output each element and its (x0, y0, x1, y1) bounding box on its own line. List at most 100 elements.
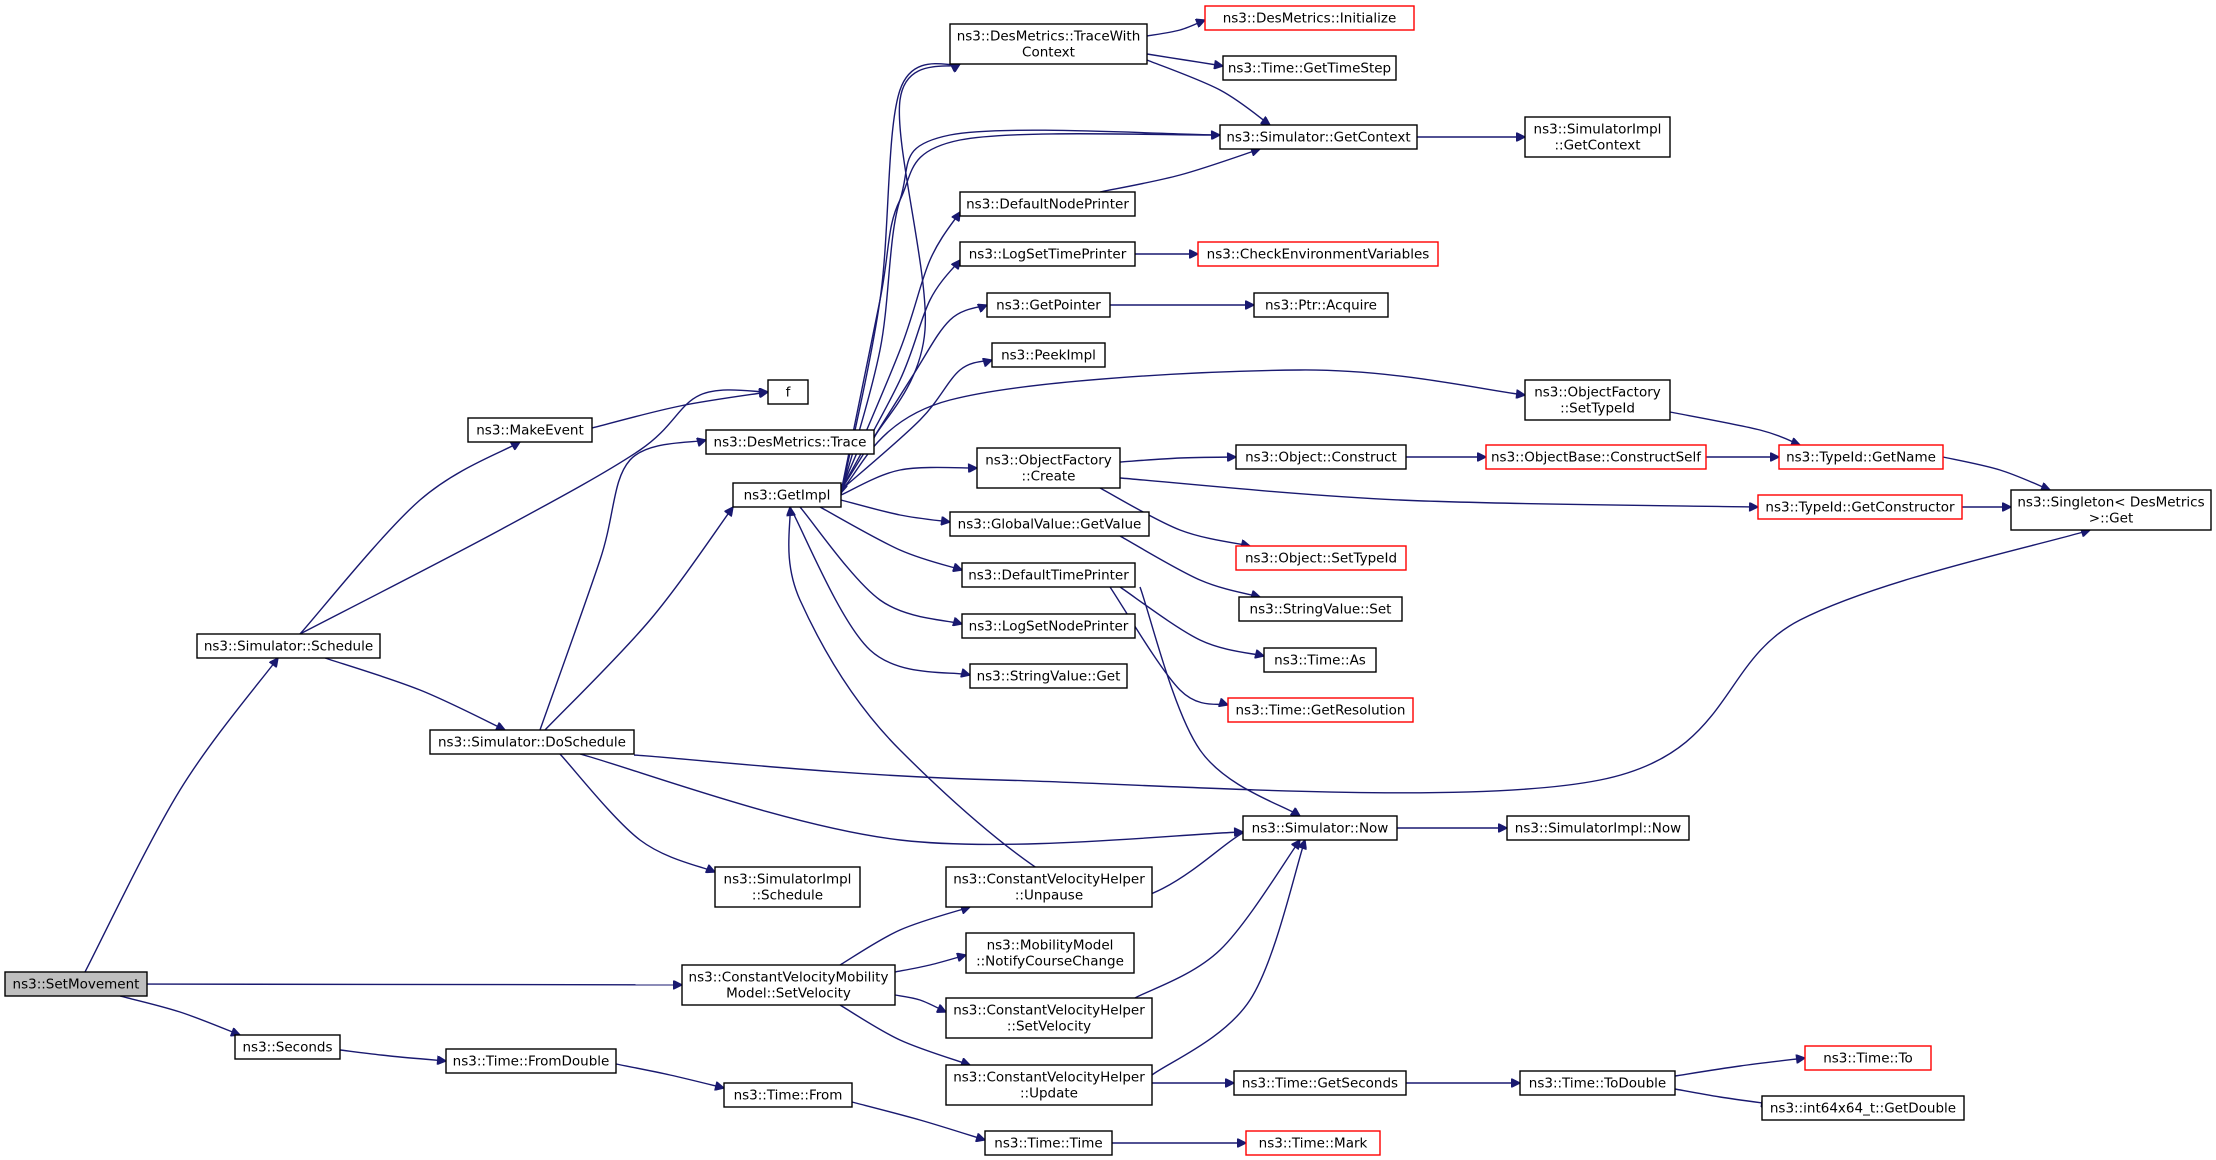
node-box[interactable] (1804, 1045, 1932, 1071)
node-makeevent[interactable]: ns3::MakeEvent (467, 417, 593, 443)
node-box[interactable] (467, 417, 593, 443)
node-singleton_get[interactable]: ns3::Singleton< DesMetrics >::Get (2010, 489, 2212, 531)
node-box[interactable] (1235, 444, 1407, 470)
node-time_from[interactable]: ns3::Time::From (723, 1082, 853, 1108)
node-box[interactable] (1761, 1095, 1965, 1121)
node-box[interactable] (1219, 124, 1418, 150)
node-box[interactable] (961, 562, 1136, 588)
node-logsetnodeprinter[interactable]: ns3::LogSetNodePrinter (961, 613, 1136, 639)
node-stringvalue_set[interactable]: ns3::StringValue::Set (1238, 596, 1403, 622)
node-box[interactable] (445, 1048, 617, 1074)
node-box[interactable] (1519, 1070, 1676, 1096)
node-sim_now[interactable]: ns3::Simulator::Now (1242, 815, 1398, 841)
node-box[interactable] (945, 997, 1153, 1039)
node-box[interactable] (1233, 1070, 1407, 1096)
node-object_settypeid[interactable]: ns3::Object::SetTypeId (1235, 545, 1407, 571)
node-box[interactable] (1778, 444, 1944, 470)
node-time_todouble[interactable]: ns3::Time::ToDouble (1519, 1070, 1676, 1096)
node-box[interactable] (1524, 116, 1671, 158)
node-seconds[interactable]: ns3::Seconds (234, 1034, 341, 1060)
node-cvh_unpause[interactable]: ns3::ConstantVelocityHelper::Unpause (945, 866, 1153, 908)
node-box[interactable] (732, 482, 842, 508)
node-box[interactable] (959, 191, 1136, 217)
node-time_mark[interactable]: ns3::Time::Mark (1245, 1130, 1381, 1156)
node-box[interactable] (986, 292, 1111, 318)
node-desmetrics_trace[interactable]: ns3::DesMetrics::Trace (705, 429, 875, 455)
node-box[interactable] (429, 729, 635, 755)
node-box[interactable] (949, 23, 1148, 65)
node-box[interactable] (965, 932, 1135, 974)
node-cvh_update[interactable]: ns3::ConstantVelocityHelper::Update (945, 1064, 1153, 1106)
node-desmetrics_init[interactable]: ns3::DesMetrics::Initialize (1204, 5, 1415, 31)
node-objfactory_create[interactable]: ns3::ObjectFactory::Create (976, 447, 1121, 489)
node-setmovement[interactable]: ns3::SetMovement (4, 971, 148, 997)
node-typeid_getname[interactable]: ns3::TypeId::GetName (1778, 444, 1944, 470)
node-logsettimeprinter[interactable]: ns3::LogSetTimePrinter (959, 241, 1136, 267)
node-cvh_setvelocity[interactable]: ns3::ConstantVelocityHelper::SetVelocity (945, 997, 1153, 1039)
node-time_getresolution[interactable]: ns3::Time::GetResolution (1227, 697, 1414, 723)
node-box[interactable] (1524, 379, 1671, 421)
node-f[interactable]: f (767, 379, 809, 405)
node-box[interactable] (714, 866, 861, 908)
node-box[interactable] (1222, 55, 1397, 81)
node-box[interactable] (705, 429, 875, 455)
node-box[interactable] (945, 866, 1153, 908)
node-box[interactable] (991, 342, 1106, 368)
node-box[interactable] (234, 1034, 341, 1060)
node-box[interactable] (1245, 1130, 1381, 1156)
node-box[interactable] (959, 241, 1136, 267)
node-box[interactable] (196, 633, 381, 659)
node-box[interactable] (723, 1082, 853, 1108)
node-box[interactable] (681, 964, 896, 1006)
node-globalvalue_getvalue[interactable]: ns3::GlobalValue::GetValue (949, 511, 1150, 537)
node-box[interactable] (961, 613, 1136, 639)
node-time_time[interactable]: ns3::Time::Time (984, 1130, 1113, 1156)
node-cvmm_setvelocity[interactable]: ns3::ConstantVelocityMobilityModel::SetV… (681, 964, 896, 1006)
node-defaultnodeprinter[interactable]: ns3::DefaultNodePrinter (959, 191, 1136, 217)
node-time_as[interactable]: ns3::Time::As (1263, 647, 1377, 673)
node-peekimpl[interactable]: ns3::PeekImpl (991, 342, 1106, 368)
node-simimpl_schedule[interactable]: ns3::SimulatorImpl::Schedule (714, 866, 861, 908)
node-sim_getcontext[interactable]: ns3::Simulator::GetContext (1219, 124, 1418, 150)
node-box[interactable] (1235, 545, 1407, 571)
node-box[interactable] (1757, 494, 1963, 520)
node-box[interactable] (945, 1064, 1153, 1106)
node-sim_doschedule[interactable]: ns3::Simulator::DoSchedule (429, 729, 635, 755)
node-time_gettimestep[interactable]: ns3::Time::GetTimeStep (1222, 55, 1397, 81)
node-box[interactable] (1197, 241, 1439, 267)
node-time_fromdouble[interactable]: ns3::Time::FromDouble (445, 1048, 617, 1074)
node-sim_schedule[interactable]: ns3::Simulator::Schedule (196, 633, 381, 659)
node-checkenv[interactable]: ns3::CheckEnvironmentVariables (1197, 241, 1439, 267)
node-box[interactable] (1204, 5, 1415, 31)
node-box[interactable] (949, 511, 1150, 537)
node-mm_notify[interactable]: ns3::MobilityModel::NotifyCourseChange (965, 932, 1135, 974)
node-objectbase_constructself[interactable]: ns3::ObjectBase::ConstructSelf (1485, 444, 1707, 470)
node-simimpl_getcontext[interactable]: ns3::SimulatorImpl::GetContext (1524, 116, 1671, 158)
node-box[interactable] (969, 663, 1128, 689)
node-box[interactable] (1242, 815, 1398, 841)
node-box[interactable] (1253, 292, 1389, 318)
node-box[interactable] (2010, 489, 2212, 531)
node-objfactory_settypeid[interactable]: ns3::ObjectFactory::SetTypeId (1524, 379, 1671, 421)
node-box[interactable] (1238, 596, 1403, 622)
node-simimpl_now[interactable]: ns3::SimulatorImpl::Now (1506, 815, 1690, 841)
node-stringvalue_get[interactable]: ns3::StringValue::Get (969, 663, 1128, 689)
node-box[interactable] (1263, 647, 1377, 673)
node-box[interactable] (4, 971, 148, 997)
node-getpointer[interactable]: ns3::GetPointer (986, 292, 1111, 318)
node-box[interactable] (1506, 815, 1690, 841)
node-defaulttimeprinter[interactable]: ns3::DefaultTimePrinter (961, 562, 1136, 588)
node-box[interactable] (976, 447, 1121, 489)
node-box[interactable] (1227, 697, 1414, 723)
node-box[interactable] (767, 379, 809, 405)
node-ptr_acquire[interactable]: ns3::Ptr::Acquire (1253, 292, 1389, 318)
node-box[interactable] (1485, 444, 1707, 470)
node-getimpl[interactable]: ns3::GetImpl (732, 482, 842, 508)
node-time_getseconds[interactable]: ns3::Time::GetSeconds (1233, 1070, 1407, 1096)
node-int64_getdouble[interactable]: ns3::int64x64_t::GetDouble (1761, 1095, 1965, 1121)
node-box[interactable] (984, 1130, 1113, 1156)
node-typeid_getconstructor[interactable]: ns3::TypeId::GetConstructor (1757, 494, 1963, 520)
node-time_to[interactable]: ns3::Time::To (1804, 1045, 1932, 1071)
node-object_construct[interactable]: ns3::Object::Construct (1235, 444, 1407, 470)
